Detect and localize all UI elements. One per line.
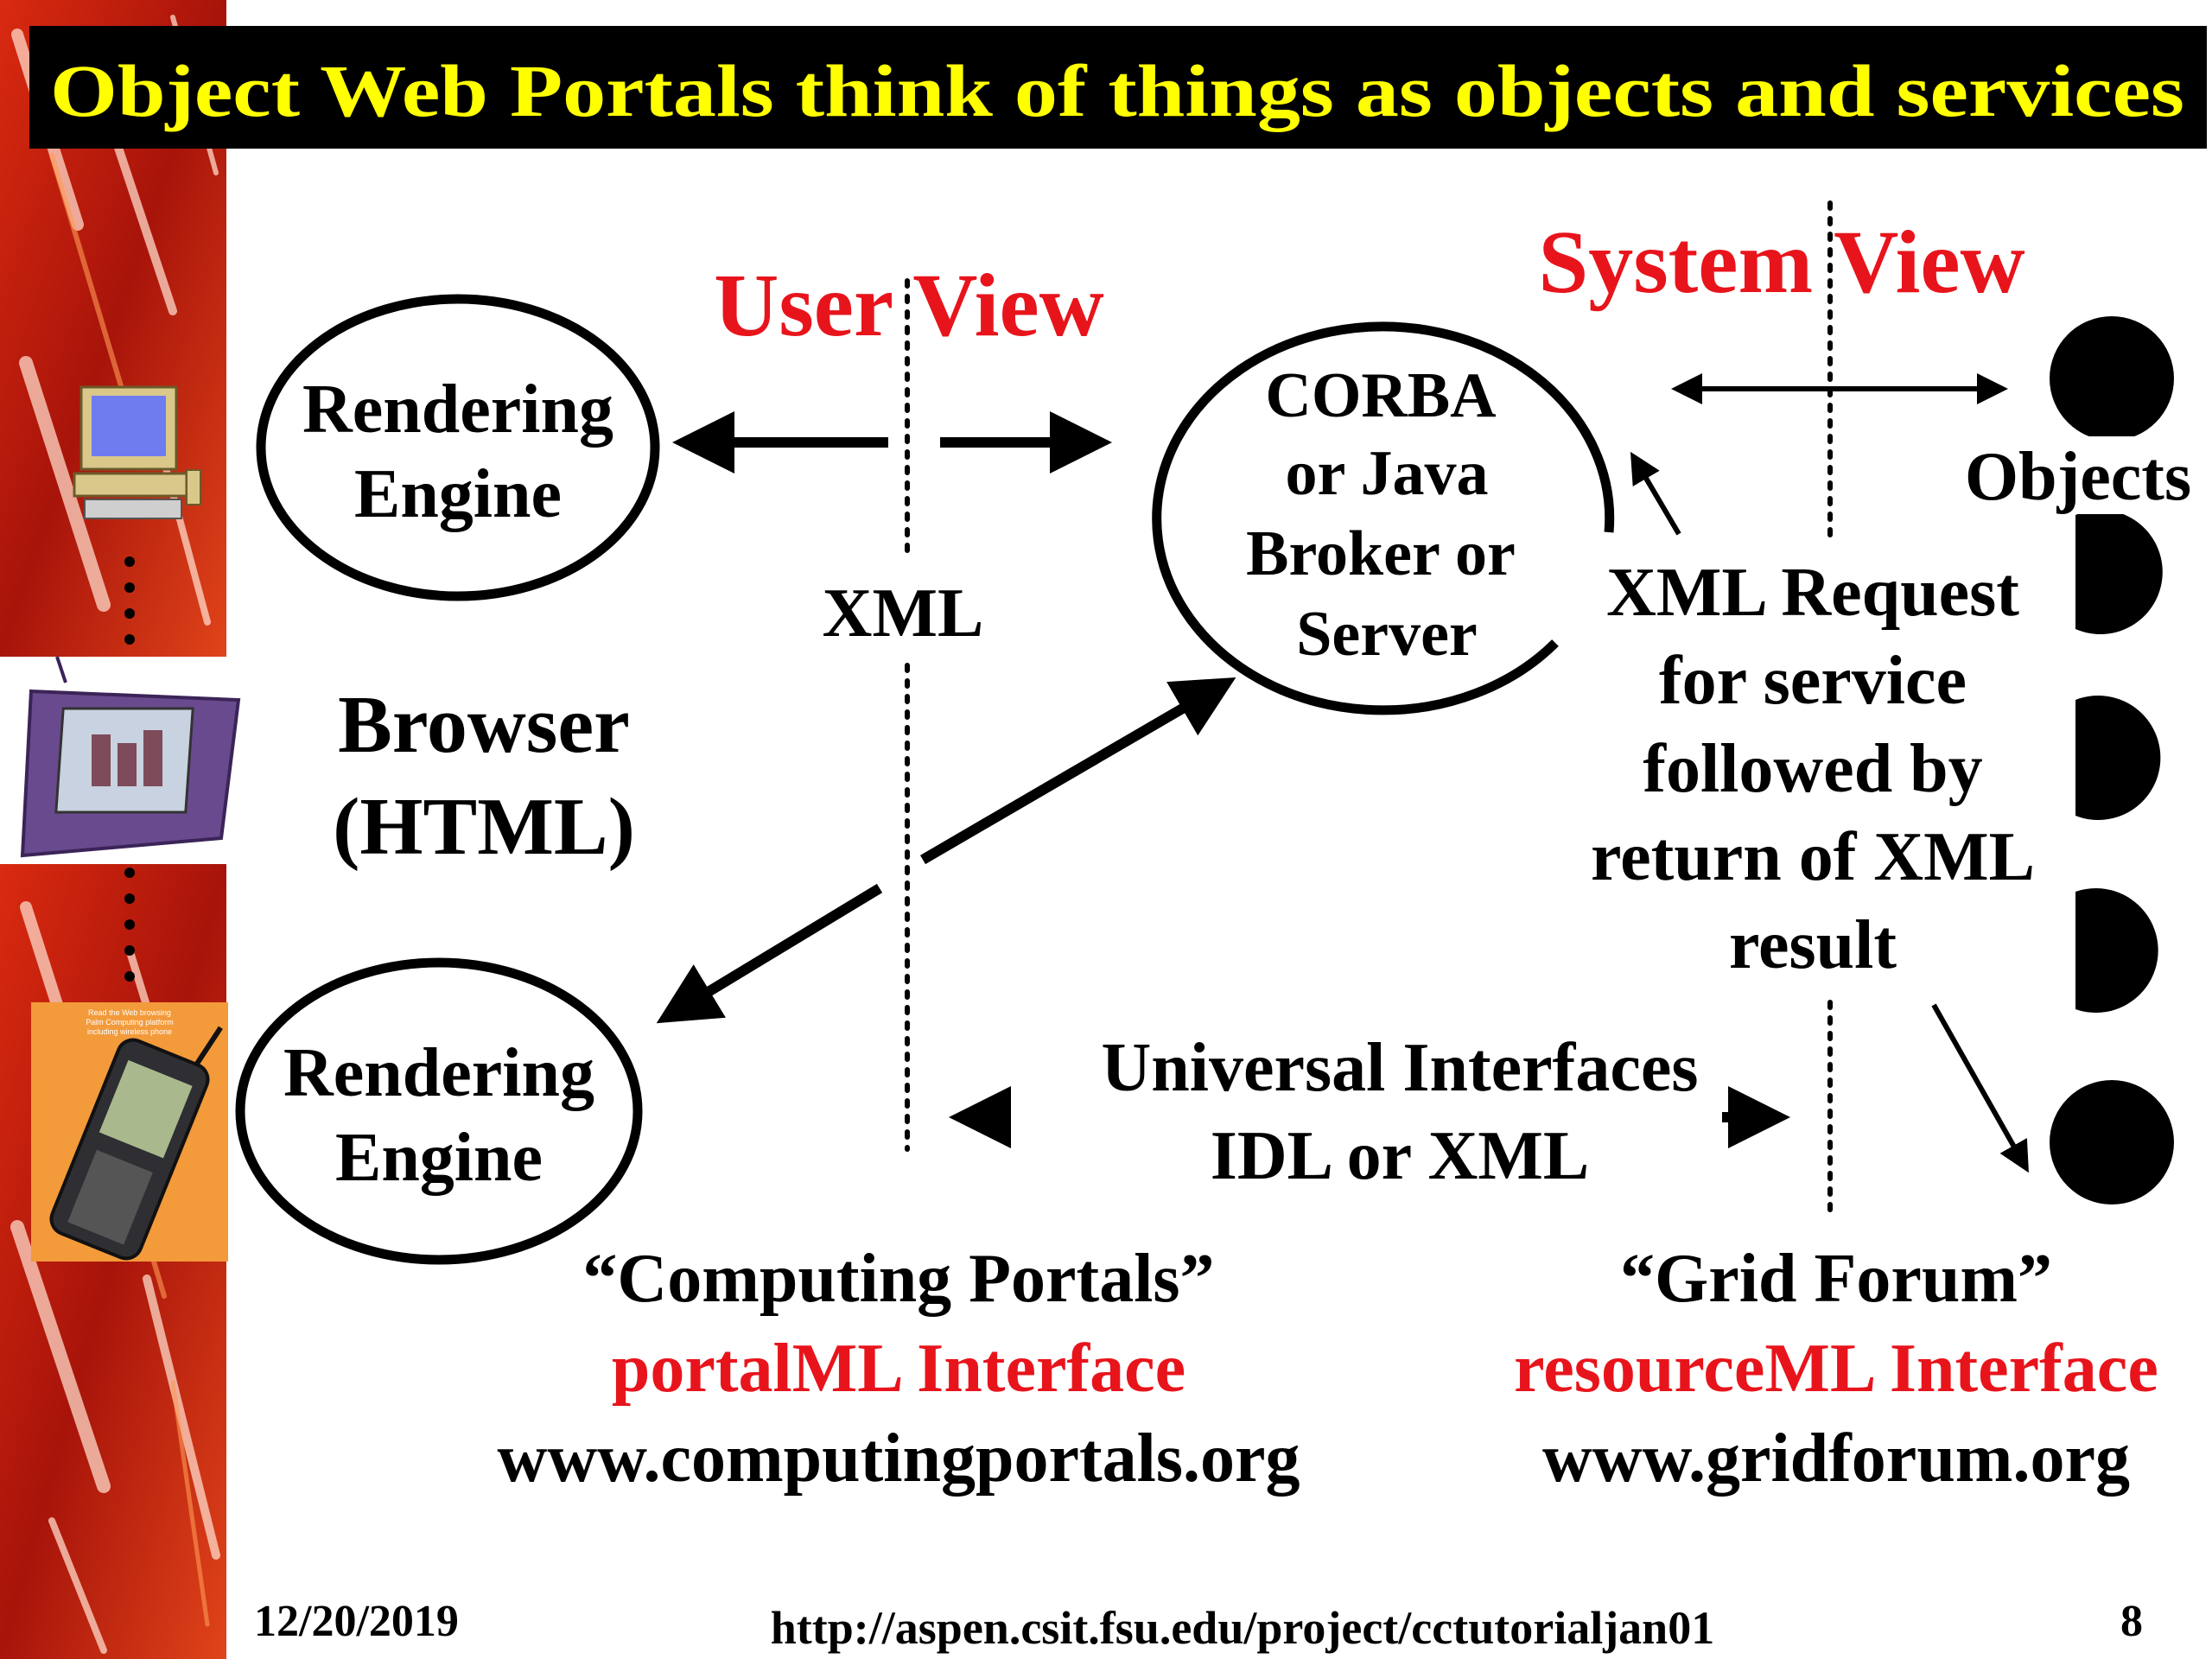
- grid-forum-url: www.gridforum.org: [1542, 1421, 2130, 1497]
- arrow-to-rendering-engine-bottom: [656, 883, 883, 1024]
- grid-forum-interface: resourceML Interface: [1514, 1331, 2158, 1407]
- grid-forum-name: “Grid Forum”: [1620, 1241, 2052, 1317]
- broker-line3: Broker or: [1246, 518, 1516, 589]
- browser-label: Browser: [338, 680, 630, 770]
- xml-request-line4: return of XML: [1591, 819, 2035, 895]
- rendering-engine-top-line1: Rendering: [302, 372, 613, 448]
- xml-request-line1: XML Request: [1606, 555, 2019, 631]
- phone-card-text-3: including wireless phone: [87, 1027, 172, 1036]
- footer-url: http://aspen.csit.fsu.edu/project/cctuto…: [771, 1602, 1714, 1654]
- slide-title: Object Web Portals think of things as ob…: [50, 49, 2184, 132]
- rendering-engine-bottom-line1: Rendering: [283, 1035, 594, 1111]
- arrow-to-broker-return: [1630, 451, 1681, 536]
- objects-label: Objects: [1965, 439, 2191, 515]
- objects-column: [2050, 316, 2174, 1205]
- sidebar-dots-upper: [124, 556, 135, 645]
- object-dot-4: [2075, 888, 2158, 1013]
- xml-request-line5: result: [1729, 907, 1897, 983]
- system-view-label: System View: [1538, 213, 2024, 312]
- rendering-engine-bottom-line2: Engine: [335, 1120, 543, 1196]
- arrows: [656, 411, 1790, 1148]
- computing-portals-url: www.computingportals.org: [498, 1421, 1300, 1497]
- sidebar-dots-lower: [124, 868, 135, 982]
- tablet-device-icon: [20, 656, 241, 858]
- phone-card-text-1: Read the Web browsing: [88, 1008, 171, 1017]
- divider-lines: [905, 200, 1833, 1212]
- broker-line1: CORBA: [1265, 360, 1496, 431]
- footer-date: 12/20/2019: [254, 1597, 459, 1646]
- phone-card-text-2: Palm Computing platform: [86, 1018, 174, 1027]
- desktop-computer-icon: [73, 385, 201, 519]
- universal-interfaces-line2: IDL or XML: [1211, 1118, 1590, 1194]
- footer-page-number: 8: [2120, 1597, 2143, 1646]
- xml-request-line3: followed by: [1643, 731, 1982, 807]
- object-dot-5: [2050, 1080, 2174, 1205]
- computing-portals-interface: portalML Interface: [612, 1331, 1185, 1407]
- sidebar: Read the Web browsing Palm Computing pla…: [0, 0, 241, 1659]
- arrow-to-broker-diagonal: [919, 677, 1236, 865]
- computing-portals-name: “Computing Portals”: [582, 1241, 1214, 1317]
- title-bar: [29, 26, 2207, 149]
- xml-label: XML: [823, 575, 984, 652]
- rendering-engine-bottom: [235, 957, 643, 1265]
- user-view-label: User View: [714, 256, 1104, 355]
- broker-line2: or Java: [1285, 438, 1488, 509]
- arrow-to-object-bottom: [1931, 1003, 2029, 1173]
- browser-html-label: (HTML): [333, 782, 635, 872]
- object-dot-1: [2050, 316, 2174, 441]
- broker-circle: [1152, 321, 1615, 715]
- rendering-engine-top-line2: Engine: [354, 456, 562, 532]
- mobile-phone-icon: Read the Web browsing Palm Computing pla…: [31, 1002, 228, 1262]
- broker-line4: Server: [1296, 599, 1478, 670]
- xml-request-line2: for service: [1659, 643, 1967, 719]
- object-dot-2: [2075, 510, 2163, 634]
- rendering-engine-top: [256, 294, 660, 601]
- object-dot-3: [2075, 696, 2161, 820]
- universal-interfaces-line1: Universal Interfaces: [1102, 1030, 1699, 1106]
